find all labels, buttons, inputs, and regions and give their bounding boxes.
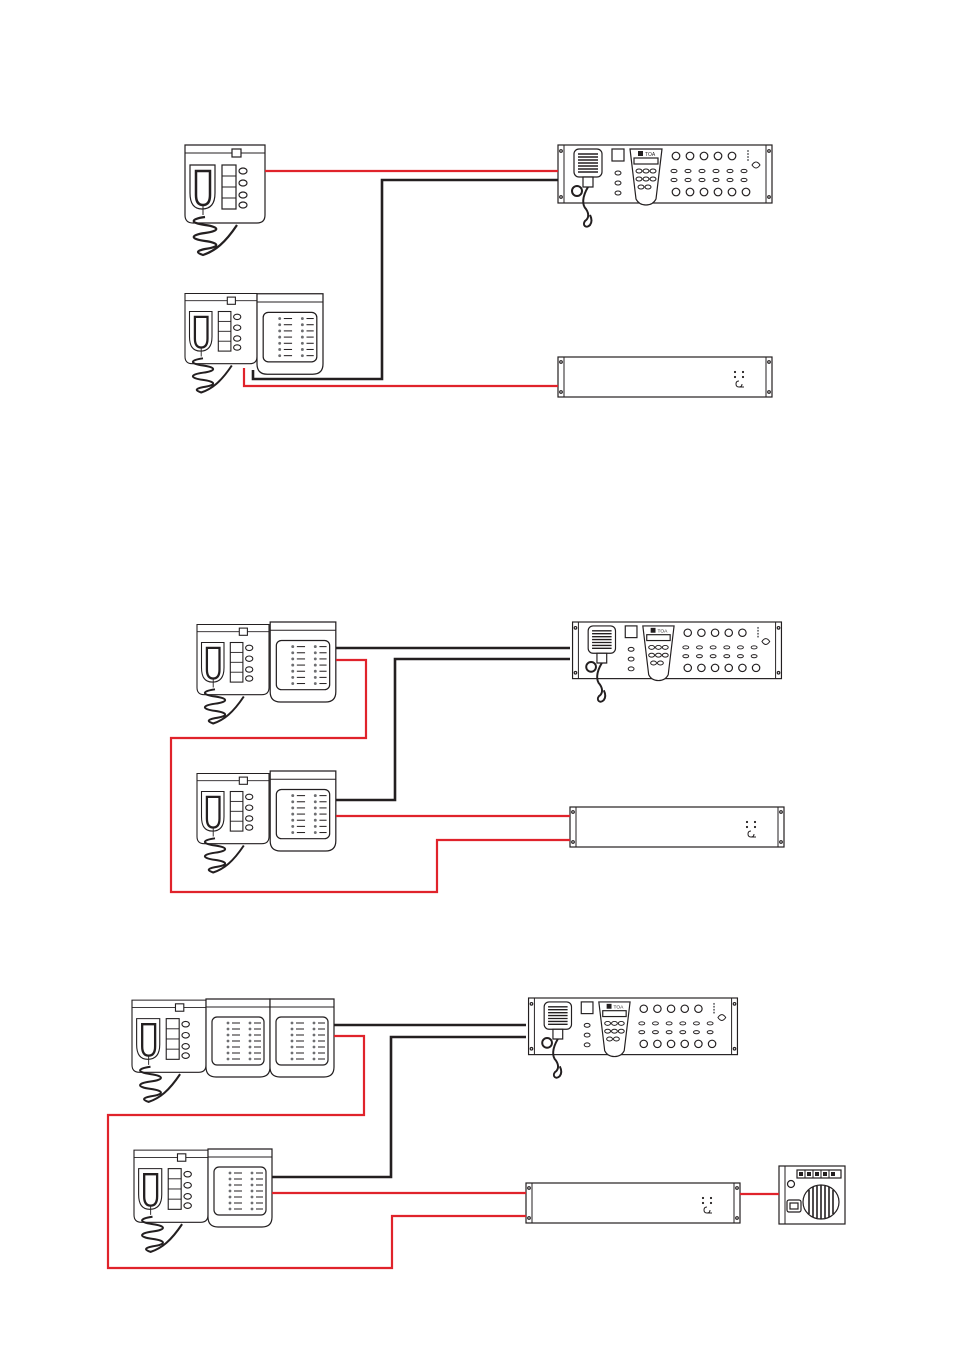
rack-controller-icon <box>529 998 738 1078</box>
extension-keypad-icon <box>270 622 336 702</box>
extension-keypad-icon <box>257 294 323 374</box>
black-cable <box>336 648 570 800</box>
paging-station-icon <box>134 1150 208 1252</box>
power-amplifier-icon <box>558 357 772 397</box>
configuration-1 <box>185 145 772 397</box>
configuration-2 <box>171 622 784 892</box>
power-amplifier-icon <box>570 807 784 847</box>
paging-station-icon <box>197 625 269 724</box>
paging-station-icon <box>185 294 257 393</box>
extension-keypad-icon <box>270 999 334 1077</box>
extension-keypad-icon <box>206 999 270 1077</box>
rack-controller-icon <box>573 622 782 702</box>
configuration-3 <box>108 998 845 1268</box>
paging-station-icon <box>197 774 269 873</box>
paging-station-icon <box>132 1000 206 1102</box>
power-supply-icon <box>779 1166 845 1224</box>
rack-controller-icon <box>558 145 772 227</box>
extension-keypad-icon <box>208 1149 272 1227</box>
extension-keypad-icon <box>270 771 336 851</box>
power-amplifier-icon <box>526 1183 740 1223</box>
paging-station-icon <box>185 145 265 255</box>
